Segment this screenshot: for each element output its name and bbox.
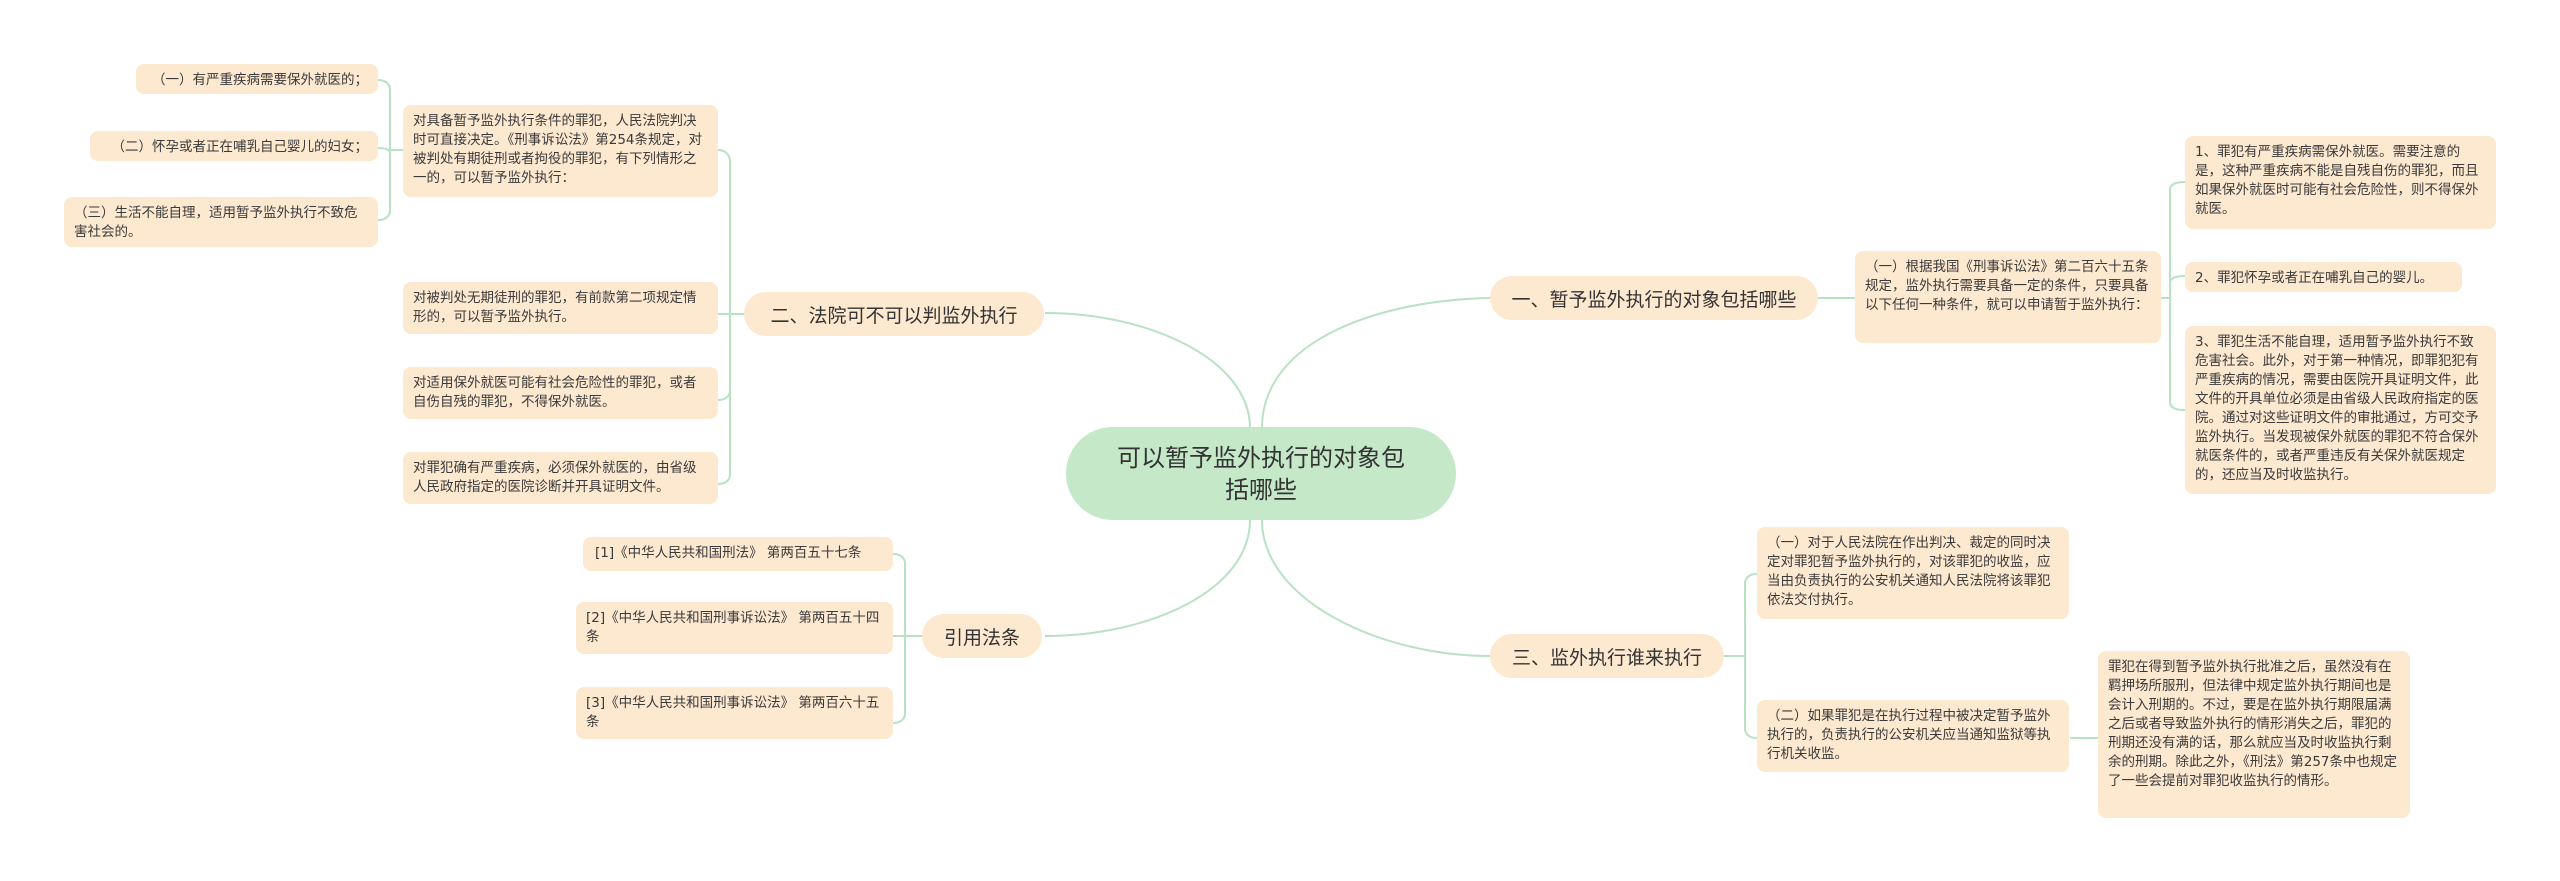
topic-node[interactable]: （一）根据我国《刑事诉讼法》第二百六十五条规定，监外执行需要具备一定的条件，只要… bbox=[1855, 251, 2161, 343]
branch-node-1[interactable]: 一、暂予监外执行的对象包括哪些 bbox=[1490, 276, 1818, 320]
root-title: 可以暂予监外执行的对象包括哪些 bbox=[1117, 443, 1405, 504]
topic-node[interactable]: 对适用保外就医可能有社会危险性的罪犯，或者自伤自残的罪犯，不得保外就医。 bbox=[403, 367, 718, 419]
citation-node[interactable]: [2]《中华人民共和国刑事诉讼法》 第两百五十四条 bbox=[576, 602, 893, 654]
topic-node[interactable]: （二）如果罪犯是在执行过程中被决定暂予监外执行的，负责执行的公安机关应当通知监狱… bbox=[1757, 700, 2069, 772]
topic-node[interactable]: 对具备暂予监外执行条件的罪犯，人民法院判决时可直接决定。《刑事诉讼法》第254条… bbox=[403, 105, 718, 197]
branch-label: 三、监外执行谁来执行 bbox=[1511, 646, 1702, 669]
leaf-node[interactable]: 3、罪犯生活不能自理，适用暂予监外执行不致危害社会。此外，对于第一种情况，即罪犯… bbox=[2185, 326, 2496, 494]
root-node[interactable]: 可以暂予监外执行的对象包括哪些 bbox=[1066, 427, 1456, 520]
leaf-node[interactable]: （一）有严重疾病需要保外就医的； bbox=[136, 64, 378, 94]
leaf-node[interactable]: （二）怀孕或者正在哺乳自己婴儿的妇女； bbox=[90, 131, 378, 161]
branch-node-citations[interactable]: 引用法条 bbox=[922, 614, 1042, 658]
citation-node[interactable]: [1]《中华人民共和国刑法》 第两百五十七条 bbox=[583, 537, 893, 571]
topic-node[interactable]: 对被判处无期徒刑的罪犯，有前款第二项规定情形的，可以暂予监外执行。 bbox=[403, 282, 718, 334]
leaf-node[interactable]: 1、罪犯有严重疾病需保外就医。需要注意的是，这种严重疾病不能是自残自伤的罪犯，而… bbox=[2185, 136, 2496, 229]
branch-label: 引用法条 bbox=[943, 626, 1020, 649]
branch-node-2[interactable]: 二、法院可不可以判监外执行 bbox=[744, 292, 1044, 336]
leaf-node[interactable]: （三）生活不能自理，适用暂予监外执行不致危害社会的。 bbox=[64, 197, 378, 247]
citation-node[interactable]: [3]《中华人民共和国刑事诉讼法》 第两百六十五条 bbox=[576, 687, 893, 739]
leaf-node[interactable]: 罪犯在得到暂予监外执行批准之后，虽然没有在羁押场所服刑，但法律中规定监外执行期间… bbox=[2098, 651, 2410, 818]
topic-node[interactable]: （一）对于人民法院在作出判决、裁定的同时决定对罪犯暂予监外执行的，对该罪犯的收监… bbox=[1757, 527, 2069, 619]
branch-label: 二、法院可不可以判监外执行 bbox=[770, 304, 1018, 327]
topic-node[interactable]: 对罪犯确有严重疾病，必须保外就医的，由省级人民政府指定的医院诊断并开具证明文件。 bbox=[403, 452, 718, 504]
leaf-node[interactable]: 2、罪犯怀孕或者正在哺乳自己的婴儿。 bbox=[2185, 262, 2462, 292]
branch-label: 一、暂予监外执行的对象包括哪些 bbox=[1511, 288, 1797, 311]
branch-node-3[interactable]: 三、监外执行谁来执行 bbox=[1490, 634, 1724, 678]
